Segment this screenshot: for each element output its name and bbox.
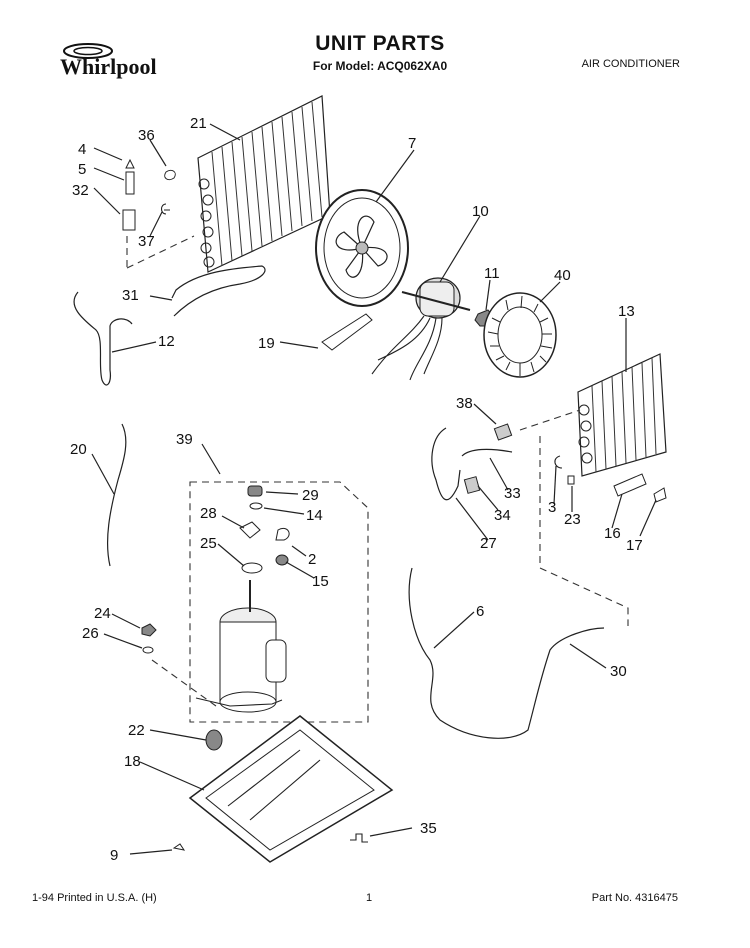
callout-9: 9 (110, 847, 118, 864)
callout-2: 2 (308, 551, 316, 568)
callout-30: 30 (610, 663, 627, 680)
callout-27: 27 (480, 535, 497, 552)
foam-38 (493, 423, 513, 441)
reference-lines (126, 235, 629, 707)
compressor-kit-outline (189, 481, 369, 723)
callout-labels: 4 5 32 36 37 21 7 10 11 40 13 31 12 19 2… (70, 115, 643, 864)
foam-34 (463, 476, 481, 494)
callout-33: 33 (504, 485, 521, 502)
tube-27 (431, 427, 461, 501)
fan-motor (371, 277, 471, 381)
callout-4: 4 (78, 141, 86, 158)
return-tube (73, 291, 133, 386)
clip-17 (653, 487, 667, 503)
callout-26: 26 (82, 625, 99, 642)
callout-28: 28 (200, 505, 217, 522)
callout-31: 31 (122, 287, 139, 304)
callout-7: 7 (408, 135, 416, 152)
callout-32: 32 (72, 182, 89, 199)
callout-11: 11 (484, 265, 500, 282)
base-pan (188, 715, 394, 863)
bracket-16 (613, 473, 647, 497)
tube-33 (461, 448, 513, 457)
leader-lines (91, 123, 657, 855)
compressor (195, 580, 287, 713)
callout-6: 6 (476, 603, 484, 620)
fan-blade (315, 189, 409, 307)
callout-35: 35 (420, 820, 437, 837)
page-number: 1 (366, 892, 373, 904)
print-info: 1-94 Printed in U.S.A. (H) (32, 892, 157, 904)
clip-23 (567, 475, 575, 485)
evaporator-coil (577, 353, 667, 477)
callout-22: 22 (128, 722, 145, 739)
wire-harness (106, 423, 127, 567)
whirlpool-logo: Whirlpool (60, 43, 157, 79)
callout-15: 15 (312, 573, 329, 590)
brand-text: Whirlpool (60, 54, 157, 79)
capillary-tube (171, 265, 266, 317)
category-label: AIR CONDITIONER (581, 58, 680, 70)
page-title: UNIT PARTS (315, 32, 445, 55)
callout-20: 20 (70, 441, 87, 458)
callout-19: 19 (258, 335, 275, 352)
condenser-coil (197, 95, 331, 273)
callout-16: 16 (604, 525, 621, 542)
blower-wheel (483, 292, 557, 378)
callout-10: 10 (472, 203, 489, 220)
callout-17: 17 (626, 537, 643, 554)
clip-35 (350, 833, 368, 843)
screw-9 (172, 843, 186, 851)
drain-tube (408, 567, 605, 739)
clip-3 (554, 455, 563, 469)
callout-13: 13 (618, 303, 635, 320)
compressor-hardware (141, 485, 290, 751)
callout-12: 12 (158, 333, 175, 350)
callout-14: 14 (306, 507, 323, 524)
callout-38: 38 (456, 395, 473, 412)
callout-23: 23 (564, 511, 581, 528)
callout-39: 39 (176, 431, 193, 448)
callout-34: 34 (494, 507, 511, 524)
callout-36: 36 (138, 127, 155, 144)
callout-21: 21 (190, 115, 207, 132)
callout-25: 25 (200, 535, 217, 552)
callout-18: 18 (124, 753, 141, 770)
callout-40: 40 (554, 267, 571, 284)
callout-37: 37 (138, 233, 155, 250)
sensor-assembly (122, 158, 176, 231)
callout-3: 3 (548, 499, 556, 516)
callout-29: 29 (302, 487, 319, 504)
callout-24: 24 (94, 605, 111, 622)
cable-tie (321, 313, 373, 351)
callout-5: 5 (78, 161, 86, 178)
model-label: For Model: ACQ062XA0 (312, 59, 448, 73)
part-number: Part No. 4316475 (591, 892, 678, 904)
